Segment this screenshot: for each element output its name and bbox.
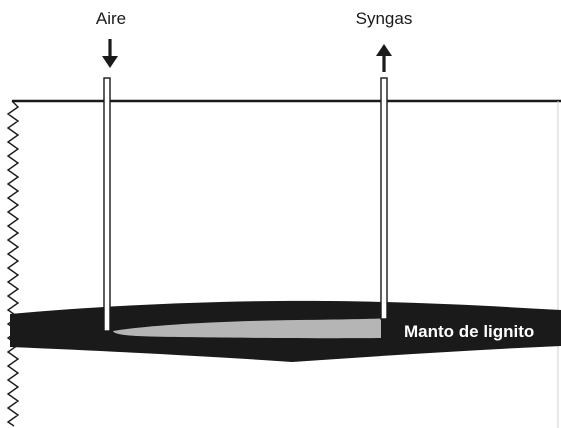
syngas-label: Syngas — [356, 9, 413, 28]
production-well — [380, 77, 388, 320]
arrow-down-icon — [102, 39, 118, 68]
left-cut-edge — [6, 100, 20, 427]
air-label: Aire — [96, 9, 126, 28]
gasification-cavity — [113, 318, 381, 339]
arrow-up-icon — [376, 44, 392, 72]
seam-label: Manto de lignito — [404, 322, 534, 341]
injection-well — [103, 77, 111, 332]
